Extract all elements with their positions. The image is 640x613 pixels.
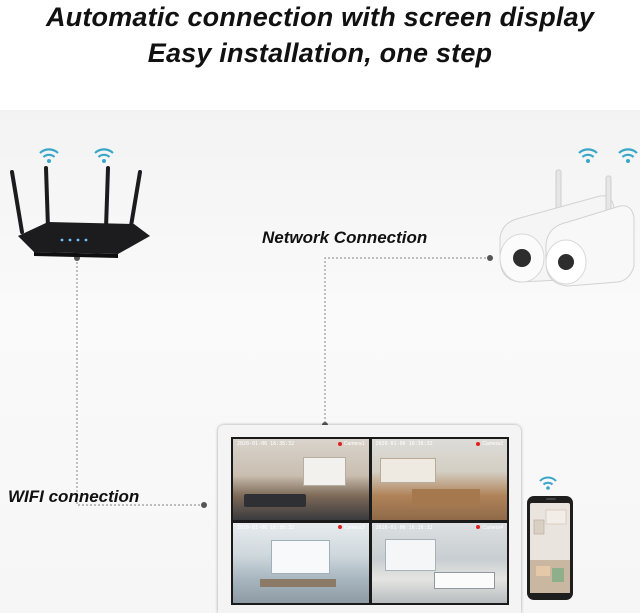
network-connection-label: Network Connection xyxy=(262,228,428,247)
wifi-icon xyxy=(539,476,557,490)
wifi-icon xyxy=(94,148,114,163)
feed-camera-label: Camera1 xyxy=(338,441,365,447)
feed-cabinet xyxy=(379,458,436,483)
headline-line-2: Easy installation, one step xyxy=(147,38,493,68)
monitor-screen: 2020-01-06 16:36:32 Camera1 2020-01-06 1… xyxy=(231,437,509,605)
feed-window xyxy=(385,538,436,572)
wifi-icon xyxy=(618,148,638,163)
router-to-monitor-line xyxy=(76,258,203,506)
feed-window xyxy=(303,456,347,487)
camera-to-monitor-line xyxy=(324,257,490,425)
camera-feed: 2020-01-06 16:36:32 Camera4 xyxy=(371,522,507,603)
feed-timestamp: 2020-01-06 16:36:32 xyxy=(375,524,433,531)
router-icon xyxy=(10,166,150,258)
camera-feed: 2020-01-06 16:36:32 Camera3 xyxy=(233,522,369,603)
headline-line-1: Automatic connection with screen display xyxy=(45,2,595,32)
feed-timestamp: 2020-01-06 16:36:32 xyxy=(375,441,433,447)
monitor-side-connector-dot xyxy=(201,502,207,508)
wifi-icon xyxy=(39,148,59,163)
feed-camera-label: Camera3 xyxy=(338,525,365,531)
feed-camera-label: Camera2 xyxy=(476,441,503,447)
feed-window xyxy=(270,540,330,575)
wifi-icon xyxy=(578,148,598,163)
camera-icon xyxy=(545,175,635,287)
feed-camera-label: Camera4 xyxy=(476,525,503,531)
feed-piano xyxy=(433,572,496,589)
feed-table xyxy=(260,578,336,587)
feed-timestamp: 2020-01-06 16:36:32 xyxy=(237,524,295,531)
feed-timestamp: 2020-01-06 16:36:32 xyxy=(237,441,295,447)
camera-feed: 2020-01-06 16:36:32 Camera2 xyxy=(371,439,507,520)
smartphone-icon xyxy=(527,496,573,600)
connection-lines xyxy=(76,257,490,506)
camera-feed: 2020-01-06 16:36:32 Camera1 xyxy=(233,439,369,520)
feed-counter xyxy=(412,488,480,505)
monitor-icon: 2020-01-06 16:36:32 Camera1 2020-01-06 1… xyxy=(218,425,521,613)
feed-sofa xyxy=(243,493,307,507)
camera-connector-dot xyxy=(487,255,493,261)
wifi-connection-label: WIFI connection xyxy=(8,487,140,506)
